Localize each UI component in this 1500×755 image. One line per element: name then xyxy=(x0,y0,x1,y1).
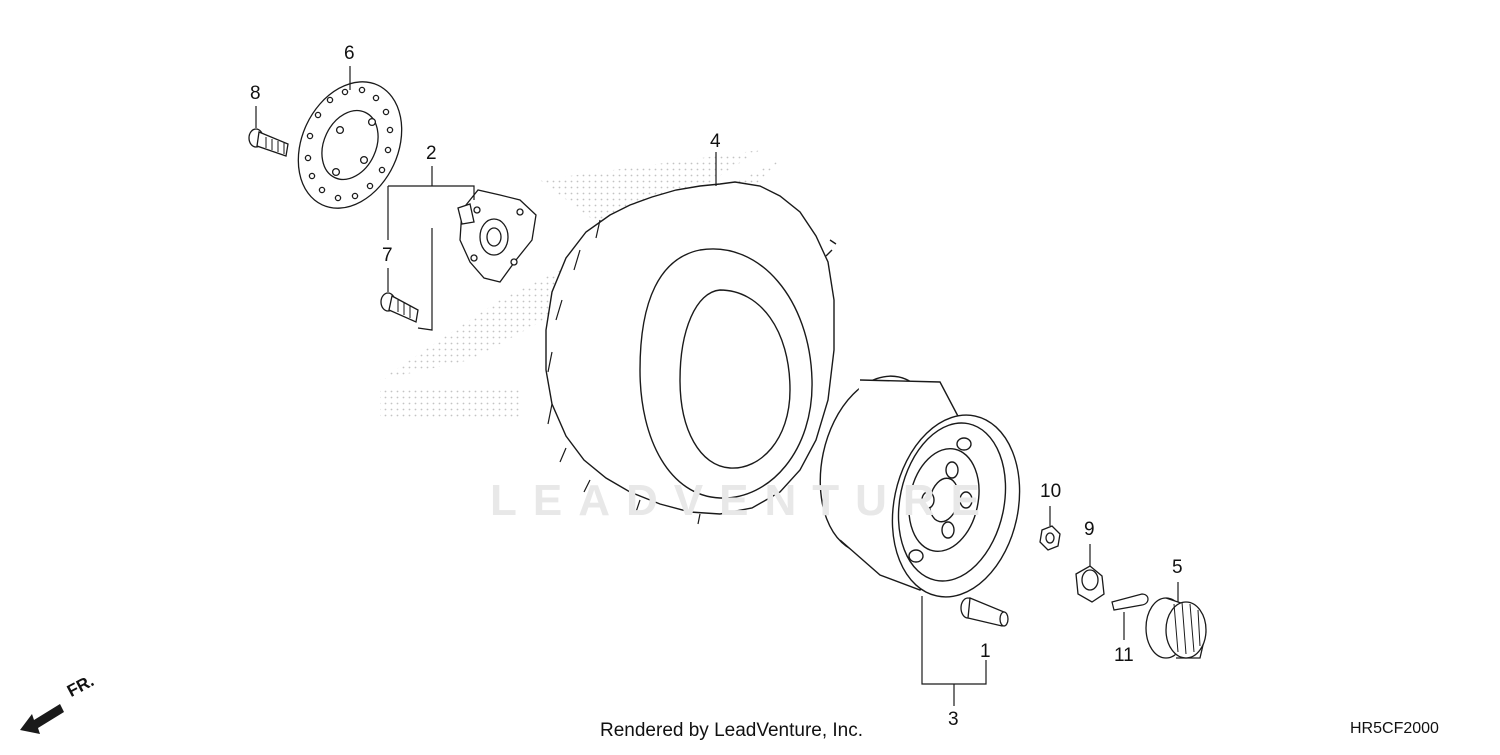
front-direction-arrow-icon xyxy=(20,704,64,734)
callout-2: 2 xyxy=(426,143,437,164)
callout-11: 11 xyxy=(1114,645,1134,666)
wheel-nut xyxy=(1039,525,1061,551)
brake-disc xyxy=(297,81,403,209)
wheel-hub xyxy=(457,189,537,283)
valve-stem xyxy=(960,597,1009,627)
callout-4: 4 xyxy=(710,131,721,152)
castle-nut xyxy=(1075,565,1105,603)
callout-6: 6 xyxy=(344,43,355,64)
diagram-code: HR5CF2000 xyxy=(1350,720,1439,737)
callout-10: 10 xyxy=(1040,481,1062,502)
hub-cap xyxy=(1145,597,1207,659)
callout-5: 5 xyxy=(1172,557,1183,578)
callout-7: 7 xyxy=(382,245,393,266)
tire xyxy=(545,181,837,525)
leader-lines xyxy=(255,66,1179,706)
callout-9: 9 xyxy=(1084,519,1095,540)
callout-3: 3 xyxy=(948,709,959,730)
hub-bolt xyxy=(380,292,419,323)
callout-1: 1 xyxy=(980,641,991,662)
disc-bolt xyxy=(248,128,289,157)
wheel-rim xyxy=(819,375,1021,598)
callout-8: 8 xyxy=(250,83,261,104)
cotter-pin xyxy=(1111,593,1149,611)
render-credit: Rendered by LeadVenture, Inc. xyxy=(600,720,864,741)
leadventure-watermark: LEADVENTURE xyxy=(490,476,997,525)
